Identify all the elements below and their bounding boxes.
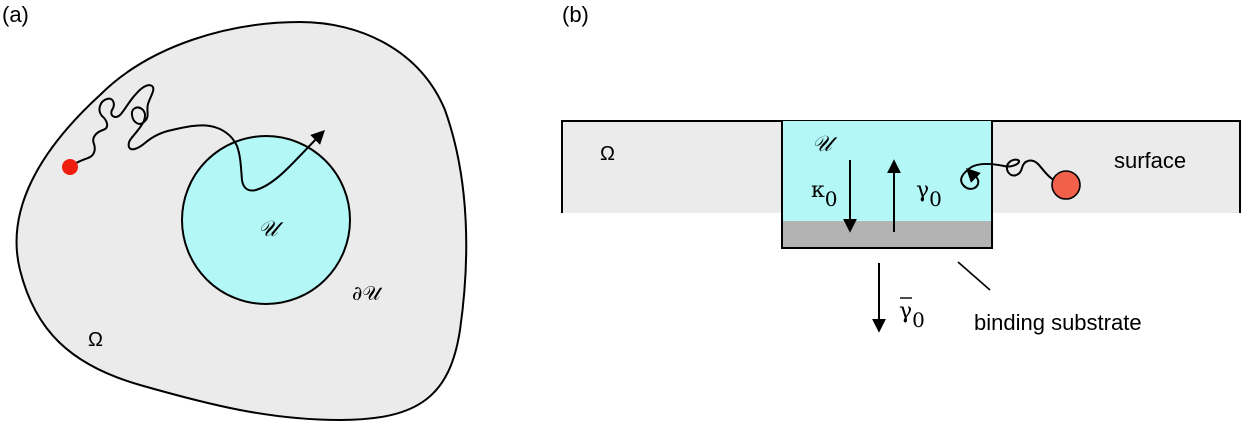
panel-b-label: (b) [562, 2, 589, 27]
target-region-u [181, 135, 351, 305]
surface-region-left [562, 121, 782, 213]
surface-label: surface [1114, 148, 1186, 173]
boundary-symbol: ∂𝒰 [352, 281, 383, 305]
random-walk-path [960, 158, 1067, 190]
kappa-symbol: κ [811, 178, 825, 203]
substrate-pointer-line [957, 261, 991, 291]
gammabar-subscript: 0 [912, 308, 925, 332]
panel-a: (a) 𝒰 ∂𝒰 Ω [2, 2, 468, 422]
kappa-subscript: 0 [825, 187, 838, 211]
panel-b: (b) Ω 𝒰 κ0 γ0 [561, 2, 1241, 335]
particle-start-marker [62, 159, 78, 175]
gamma-subscript: 0 [929, 187, 942, 211]
kappa-label: κ0 [811, 178, 837, 211]
target-well-outline [781, 121, 993, 249]
panel-a-label: (a) [2, 2, 29, 27]
binding-substrate-label: binding substrate [974, 310, 1142, 335]
surface-region-right [992, 121, 1240, 213]
gamma-label: γ0 [916, 178, 942, 211]
binding-substrate-strip [782, 221, 992, 248]
random-walk-path [69, 84, 325, 192]
domain-symbol-omega: Ω [88, 329, 103, 351]
domain-symbol-omega: Ω [600, 143, 615, 165]
gammabar-symbol: γ [899, 299, 912, 324]
gamma-symbol: γ [916, 178, 929, 203]
gammabar-label: γ0 [899, 299, 925, 332]
particle-marker [1051, 170, 1081, 200]
